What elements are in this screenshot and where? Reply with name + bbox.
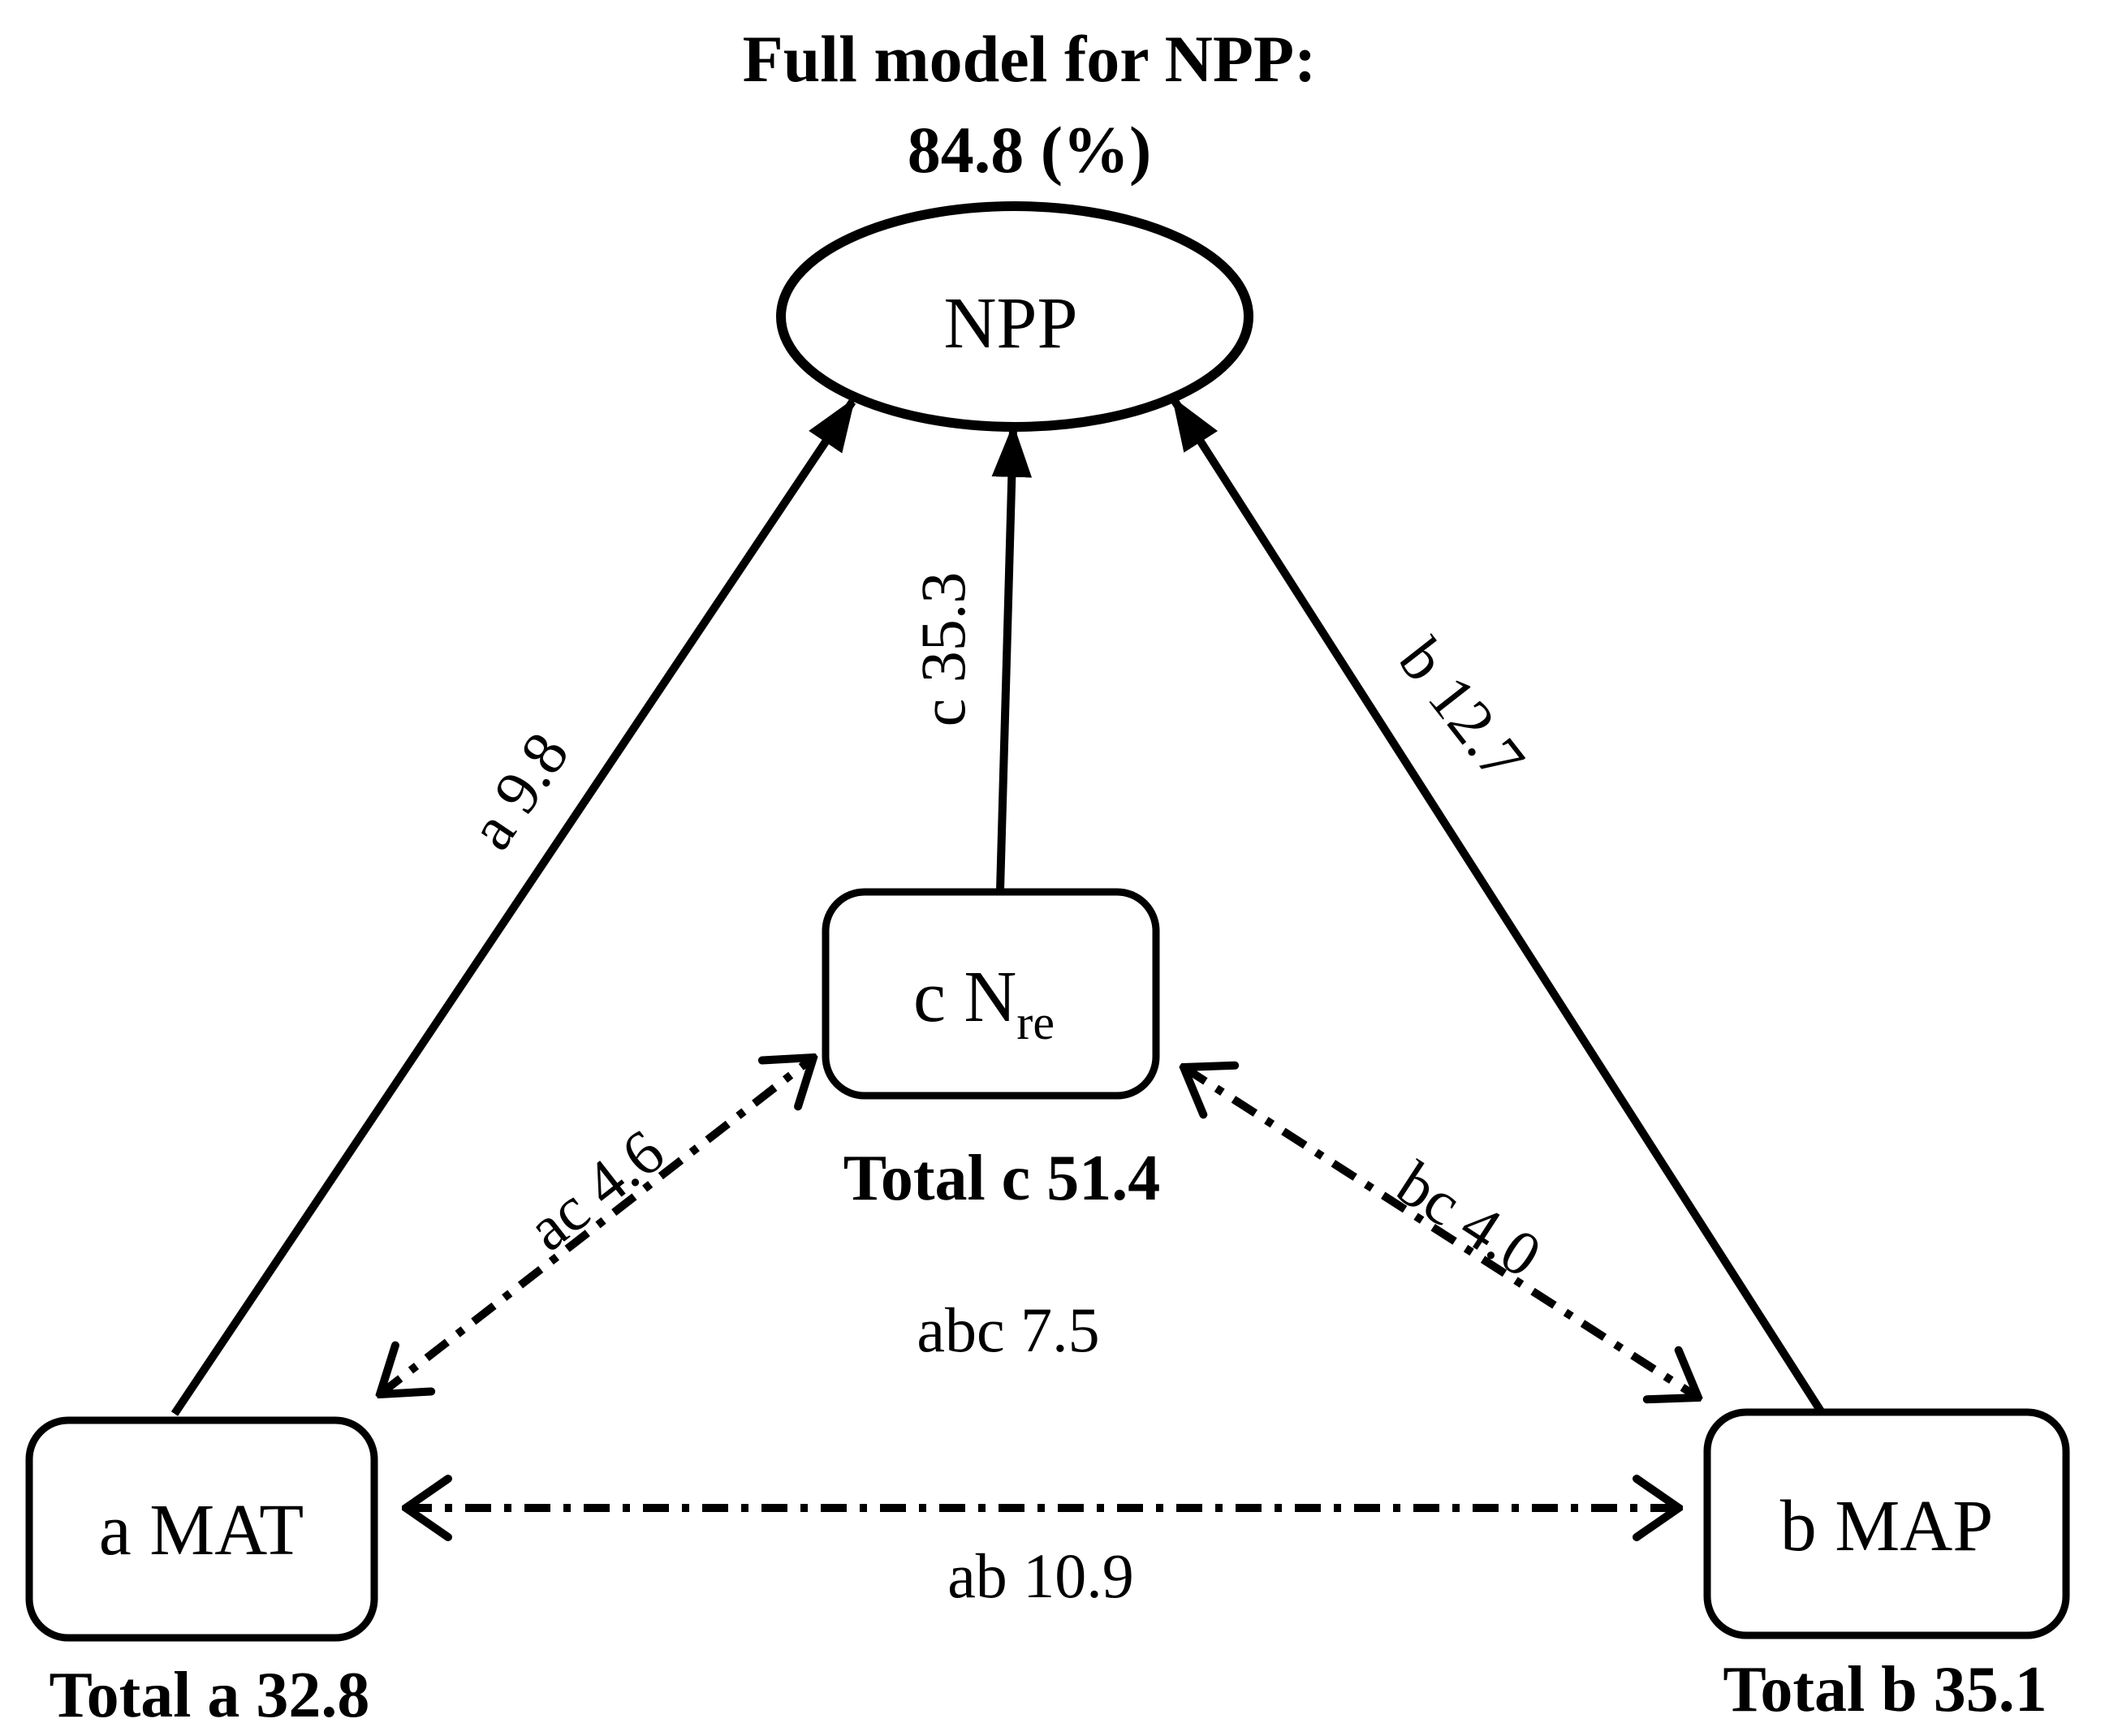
edge-c-nre-to-npp: [991, 423, 1033, 891]
node-mat: a MAT: [25, 1416, 378, 1642]
edge-ac-mat-nre: [380, 1058, 813, 1394]
total-a-label: Total a 32.8: [50, 1660, 370, 1731]
map-box: [1703, 1408, 2070, 1639]
npp-label: NPP: [943, 283, 1077, 364]
edge-bc-label: bc 4.0: [1385, 1148, 1553, 1291]
total-b-label: Total b 35.1: [1723, 1654, 2047, 1725]
total-c-label: Total c 51.4: [843, 1143, 1160, 1214]
mat-box: [25, 1416, 378, 1642]
edge-b-map-to-npp: [1171, 396, 1827, 1416]
nre-box: [822, 888, 1160, 1100]
npp-ellipse: [776, 201, 1253, 432]
edge-ab-label: ab 10.9: [947, 1540, 1134, 1611]
shared-abc-label: abc 7.5: [917, 1294, 1099, 1365]
mat-label: a MAT: [99, 1490, 304, 1570]
node-npp: NPP: [776, 201, 1253, 432]
node-map: b MAP: [1703, 1408, 2070, 1639]
nre-label: c Nre: [913, 957, 1055, 1049]
figure-title-line1: Full model for NPP:: [743, 22, 1317, 96]
figure-title-line2: 84.8 (%): [908, 113, 1152, 187]
map-label: b MAP: [1780, 1486, 1994, 1566]
node-nre: c Nre: [822, 888, 1160, 1100]
edge-a-mat-to-npp: [170, 397, 856, 1416]
edge-c-label: c 35.3: [908, 572, 978, 727]
edge-ac-label: ac 4.6: [514, 1115, 676, 1264]
edge-bc-nre-map: [1184, 1067, 1698, 1398]
